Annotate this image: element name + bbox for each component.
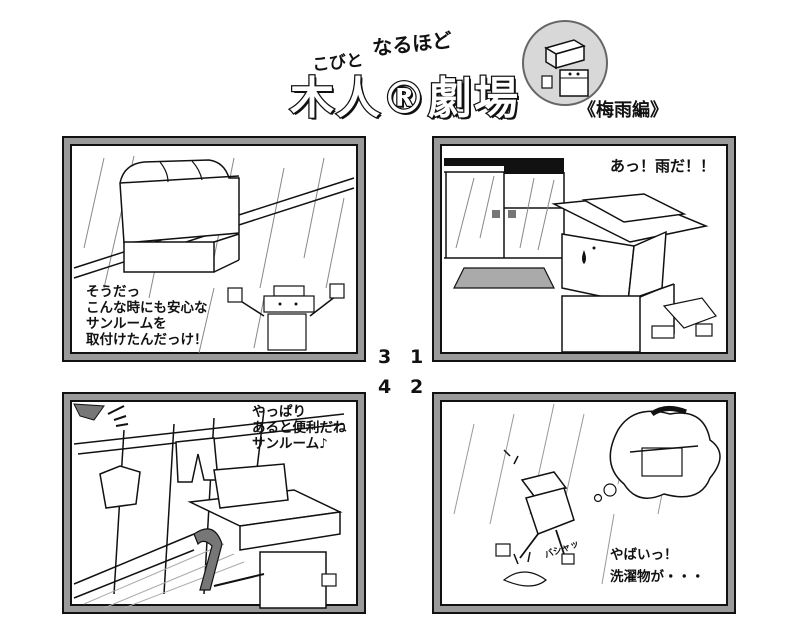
panel-number-2: 2 bbox=[410, 376, 424, 398]
panel-3: そうだっ こんな時にも安心な サンルームを 取付けたんだっけ！ bbox=[62, 136, 366, 362]
panel-1-illustration-rain-noticed bbox=[444, 158, 717, 353]
title-furigana-naruhodo: なるほど bbox=[371, 27, 454, 61]
edition-label: 《梅雨編》 bbox=[578, 100, 668, 121]
panel-number-3: 3 bbox=[378, 346, 392, 368]
panel-2: バシャッ やばいっ！ 洗濯物が・・・ bbox=[432, 392, 736, 614]
panel-3-speech: そうだっ こんな時にも安心な サンルームを 取付けたんだっけ！ bbox=[86, 284, 208, 348]
panel-4: やっぱり あると便利だね サンルーム♪ bbox=[62, 392, 366, 614]
panel-number-4: 4 bbox=[378, 376, 392, 398]
panel-4-illustration-laundry-in-sunroom bbox=[73, 403, 345, 609]
panel-number-1: 1 bbox=[410, 346, 424, 368]
panel-2-illustration-running-in-rain bbox=[453, 403, 721, 587]
panel-2-speech: やばいっ！ 洗濯物が・・・ bbox=[610, 547, 705, 585]
mascot-logo-icon bbox=[520, 18, 610, 108]
panel-1-speech: あっ！雨だ！！ bbox=[610, 157, 716, 175]
panel-4-speech: やっぱり あると便利だね サンルーム♪ bbox=[252, 404, 347, 452]
page-title: 木人®劇場 bbox=[289, 72, 520, 126]
panel-1: あっ！雨だ！！ bbox=[432, 136, 736, 362]
panel-3-illustration-sunroom-in-rain bbox=[73, 155, 355, 354]
